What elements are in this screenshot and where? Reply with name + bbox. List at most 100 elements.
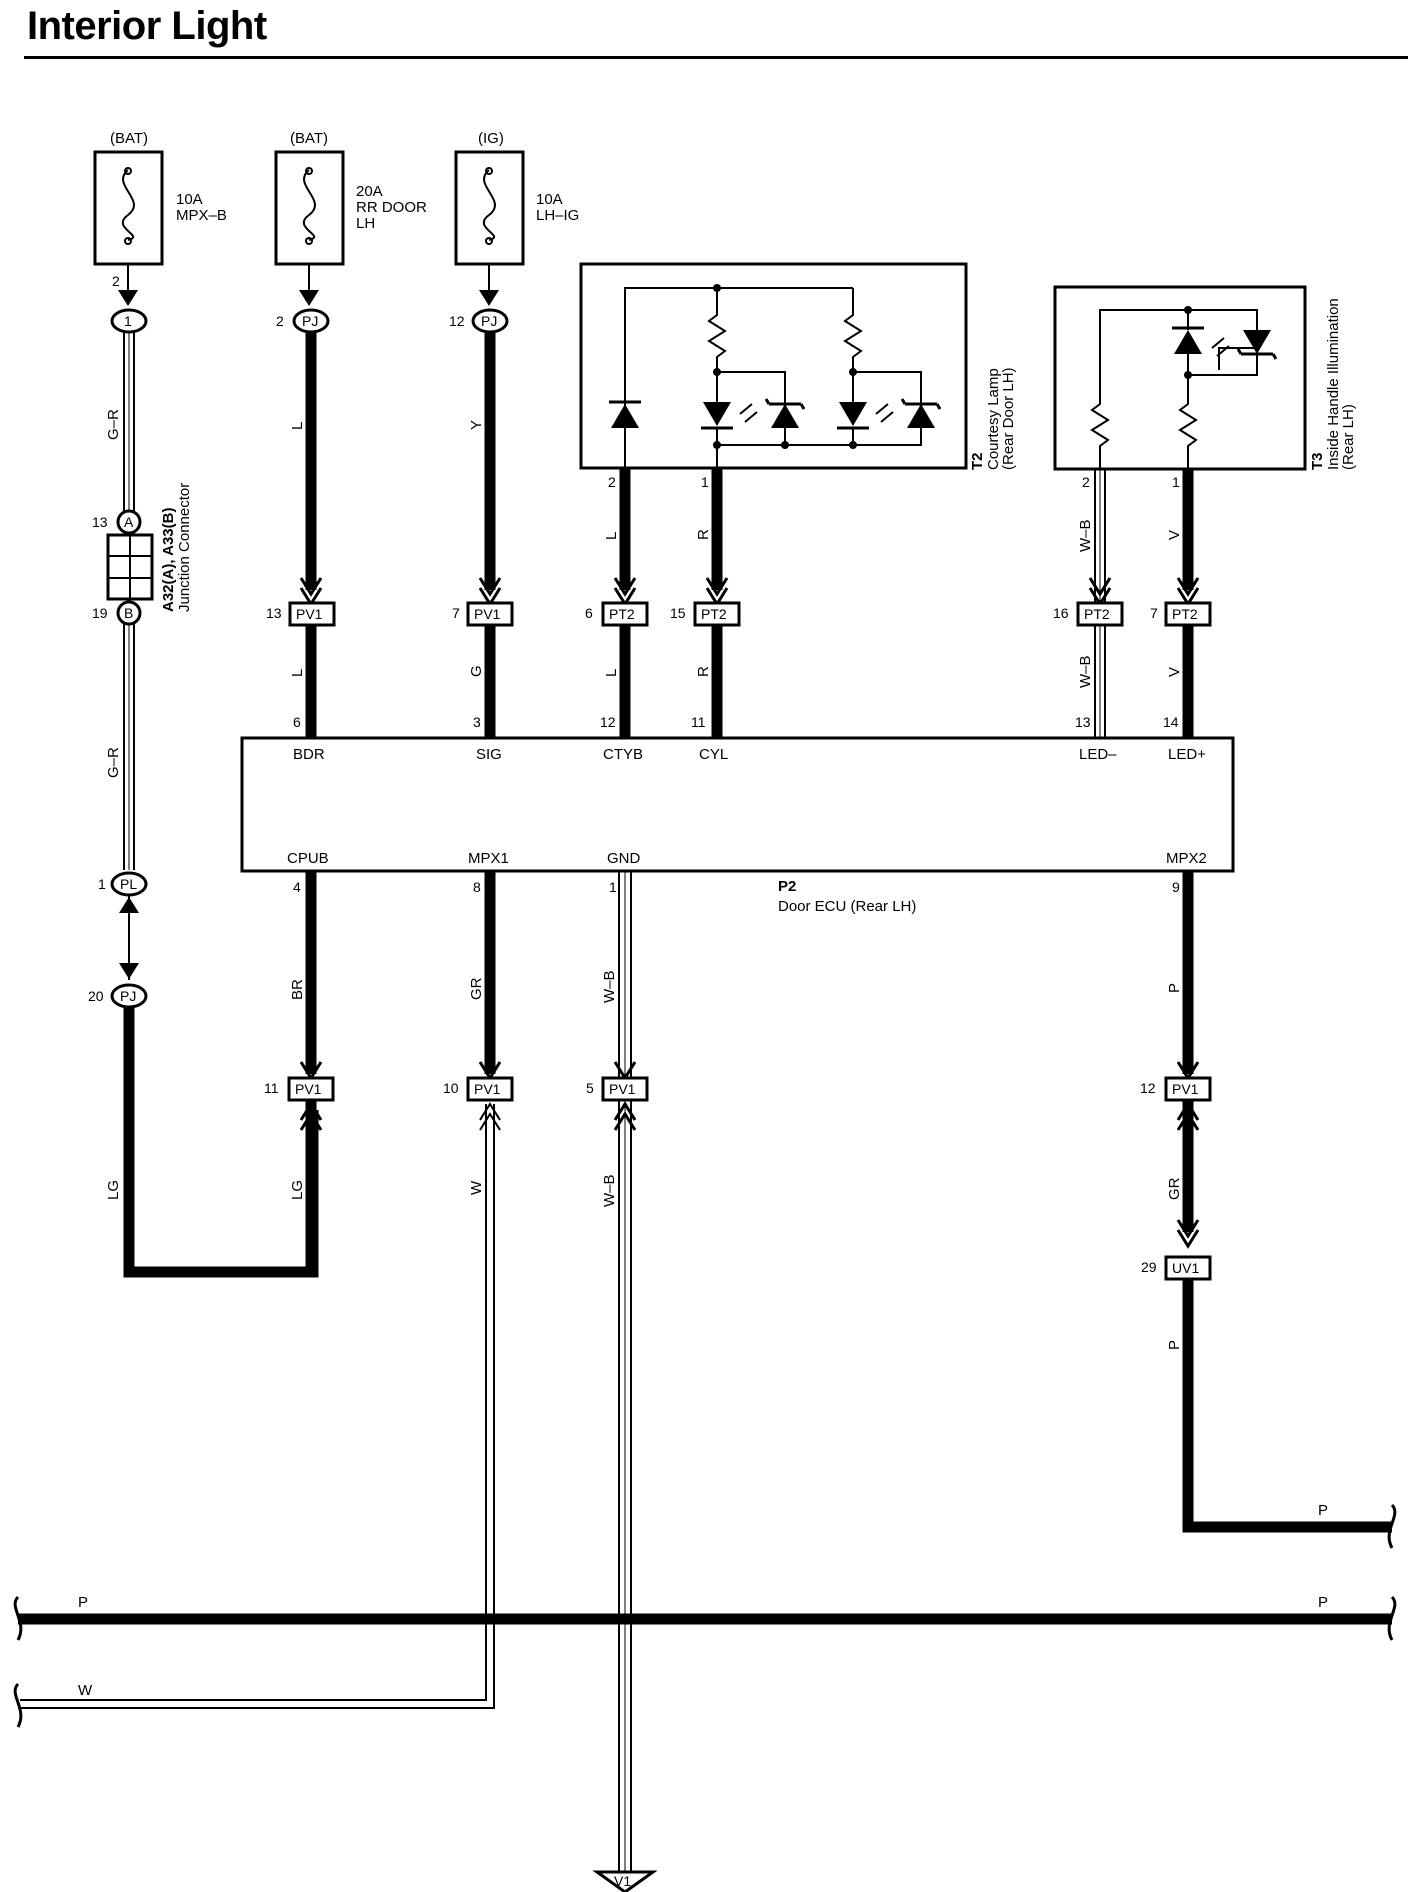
svg-text:2: 2 — [276, 313, 284, 329]
svg-text:5: 5 — [586, 1080, 594, 1096]
svg-text:(Rear LH): (Rear LH) — [1340, 404, 1357, 470]
svg-text:19: 19 — [92, 605, 108, 621]
fuse-lh-ig: (IG) 10A LH–IG — [454, 130, 579, 266]
svg-text:BDR: BDR — [293, 746, 325, 763]
svg-text:V: V — [1166, 530, 1183, 540]
svg-text:1: 1 — [124, 313, 132, 329]
inside-handle-illumination-t3: T3 Inside Handle Illumination (Rear LH) — [1053, 285, 1357, 471]
svg-text:Inside Handle Illumination: Inside Handle Illumination — [1325, 298, 1342, 470]
svg-text:CPUB: CPUB — [287, 850, 329, 867]
svg-text:PJ: PJ — [481, 313, 497, 329]
svg-text:1: 1 — [98, 876, 106, 892]
svg-text:PT2: PT2 — [609, 606, 635, 622]
svg-text:P: P — [1318, 1594, 1328, 1611]
svg-text:9: 9 — [1172, 879, 1180, 895]
svg-text:11: 11 — [691, 714, 706, 730]
svg-text:11: 11 — [264, 1080, 279, 1096]
svg-text:W: W — [78, 1682, 93, 1699]
svg-text:2: 2 — [1082, 474, 1090, 490]
wire-g-r-lower: G–R 1 PL 20 PJ LG — [88, 624, 319, 1278]
fuse-rating: 20A — [356, 183, 383, 200]
svg-text:MPX2: MPX2 — [1166, 850, 1207, 867]
svg-text:29: 29 — [1141, 1259, 1157, 1275]
svg-text:LED+: LED+ — [1168, 746, 1206, 763]
fuse-rating: 10A — [536, 191, 563, 208]
courtesy-lamp-t2: T2 Courtesy Lamp (Rear Door LH) — [579, 262, 1017, 470]
svg-text:Courtesy Lamp: Courtesy Lamp — [985, 368, 1002, 470]
wire-w-bus: W — [13, 1682, 93, 1728]
svg-text:PT2: PT2 — [701, 606, 727, 622]
svg-text:10: 10 — [443, 1080, 459, 1096]
svg-text:13: 13 — [266, 605, 282, 621]
wire-sig: 12 PJ Y 7 PV1 G — [449, 264, 514, 738]
svg-text:Y: Y — [468, 420, 485, 430]
svg-text:PV1: PV1 — [474, 1081, 501, 1097]
svg-text:P: P — [78, 1594, 88, 1611]
svg-text:GR: GR — [468, 977, 485, 1000]
svg-text:UV1: UV1 — [1172, 1260, 1199, 1276]
wire-cyl: 1 R 15 PT2 R — [670, 468, 741, 738]
svg-text:1: 1 — [609, 879, 617, 895]
svg-text:BR: BR — [289, 979, 306, 1000]
svg-text:Junction Connector: Junction Connector — [176, 483, 193, 612]
svg-text:PT2: PT2 — [1172, 606, 1198, 622]
svg-text:T3: T3 — [1309, 452, 1326, 470]
svg-text:SIG: SIG — [476, 746, 502, 763]
svg-text:12: 12 — [1140, 1080, 1156, 1096]
wire-mpx1: GR 10 PV1 W — [20, 871, 514, 1709]
svg-text:6: 6 — [585, 605, 593, 621]
wire-mpx2: P 12 PV1 GR 29 UV1 P P — [1140, 871, 1397, 1549]
svg-text:B: B — [124, 605, 133, 621]
svg-text:T2: T2 — [969, 452, 986, 470]
svg-text:L: L — [289, 669, 306, 677]
svg-text:P2: P2 — [778, 878, 796, 895]
svg-text:6: 6 — [293, 714, 301, 730]
svg-text:R: R — [695, 529, 712, 540]
svg-text:7: 7 — [452, 605, 460, 621]
svg-text:Door ECU (Rear LH): Door ECU (Rear LH) — [778, 898, 916, 915]
svg-text:16: 16 — [1053, 605, 1069, 621]
svg-text:MPX1: MPX1 — [468, 850, 509, 867]
fuse-name: MPX–B — [176, 207, 227, 224]
svg-text:V: V — [1166, 667, 1183, 677]
svg-text:12: 12 — [449, 313, 465, 329]
svg-text:CYL: CYL — [699, 746, 728, 763]
svg-text:L: L — [289, 422, 306, 430]
svg-text:G–R: G–R — [105, 747, 122, 778]
svg-text:PV1: PV1 — [1172, 1081, 1199, 1097]
junction-connector: 13 A 19 B A32(A), A33(B) Junction Connec… — [92, 483, 193, 626]
wire-p-bus: P P — [13, 1594, 1397, 1641]
fuse-name: LH–IG — [536, 207, 579, 224]
svg-text:13: 13 — [92, 514, 108, 530]
svg-text:W–B: W–B — [601, 970, 618, 1003]
svg-text:14: 14 — [1163, 714, 1179, 730]
svg-text:LED–: LED– — [1079, 746, 1117, 763]
wire-led-plus: 1 V 7 PT2 V — [1150, 468, 1212, 738]
svg-text:13: 13 — [1075, 714, 1091, 730]
svg-text:PV1: PV1 — [474, 606, 501, 622]
svg-text:A32(A), A33(B): A32(A), A33(B) — [160, 508, 177, 612]
svg-text:2: 2 — [608, 474, 616, 490]
svg-text:CTYB: CTYB — [603, 746, 643, 763]
fuse-rating: 10A — [176, 191, 203, 208]
wire-cpub: BR 11 PV1 LG — [264, 871, 335, 1272]
svg-text:3: 3 — [473, 714, 481, 730]
svg-text:GND: GND — [607, 850, 641, 867]
svg-text:2: 2 — [112, 273, 120, 289]
svg-text:7: 7 — [1150, 605, 1158, 621]
fuse-source-label: (BAT) — [110, 130, 148, 147]
wire-led-minus: 2 W–B 16 PT2 W–B — [1053, 468, 1124, 738]
svg-text:W–B: W–B — [601, 1174, 618, 1207]
svg-text:1: 1 — [1172, 474, 1180, 490]
svg-text:8: 8 — [473, 879, 481, 895]
svg-text:W: W — [468, 1180, 485, 1195]
svg-text:L: L — [603, 669, 620, 677]
svg-text:V1: V1 — [614, 1873, 631, 1889]
title-rule — [24, 56, 1408, 59]
fuse-rr-door: (BAT) 20A RR DOOR LH — [274, 130, 427, 266]
svg-text:P: P — [1318, 1502, 1328, 1519]
wire-bdr: 2 PJ L 13 PV1 L — [266, 264, 336, 738]
fuse-source-label: (BAT) — [290, 130, 328, 147]
svg-text:P: P — [1166, 1340, 1183, 1350]
